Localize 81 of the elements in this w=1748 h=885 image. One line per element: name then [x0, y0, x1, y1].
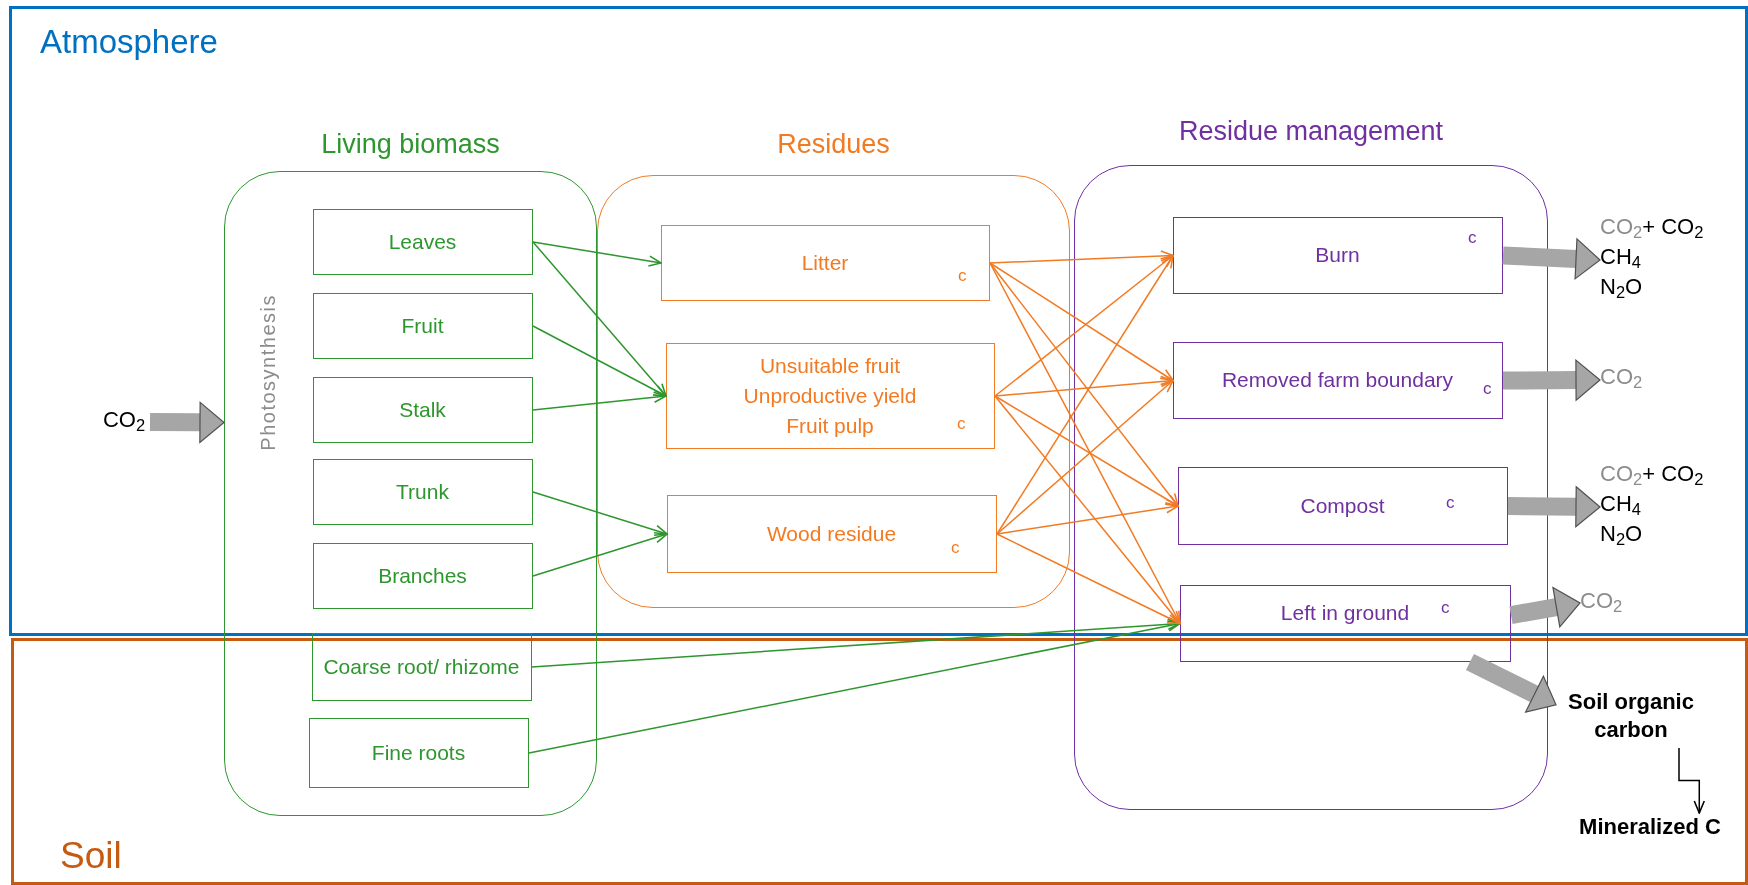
arrow	[989, 250, 1174, 264]
block-arrow	[1502, 238, 1601, 280]
carbon-mark: c	[1441, 597, 1450, 618]
carbon-mark: c	[1483, 378, 1492, 399]
carbon-mark: c	[951, 537, 960, 558]
box-label: Stalk	[398, 396, 447, 423]
arrow	[989, 262, 1179, 507]
arrow	[528, 620, 1181, 754]
pool-label: Mineralized C	[1562, 813, 1738, 845]
box-label: Compost	[1299, 492, 1386, 519]
block-arrow	[1507, 486, 1601, 528]
process-box	[312, 458, 533, 525]
arrow	[994, 375, 1174, 397]
formula-label: CO$_{2}$	[1600, 460, 1643, 489]
process-box	[1172, 216, 1503, 294]
group-title: Residue management	[1177, 115, 1445, 148]
box-label: Coarse root/ rhizome	[322, 653, 521, 680]
formula-label: CH$_{4}$	[1600, 490, 1641, 519]
pool-label: Soil organic carbon	[1556, 688, 1706, 748]
process-label: Photosynthesis	[256, 294, 280, 451]
arrow	[1678, 747, 1706, 814]
process-box	[660, 224, 990, 301]
process-box	[666, 494, 997, 573]
block-arrow	[1502, 359, 1601, 401]
group-title: Living biomass	[320, 128, 501, 161]
box-label: Fruit pulp	[785, 412, 875, 439]
arrow	[994, 395, 1181, 625]
arrow	[996, 379, 1174, 535]
box-label: Removed farm boundary	[1220, 367, 1455, 393]
arrow	[996, 533, 1181, 625]
formula-label: CO$_{2}$	[1580, 587, 1623, 616]
region-title: Soil	[60, 837, 122, 874]
process-box	[1177, 466, 1508, 545]
group-title: Residues	[776, 128, 891, 161]
formula-label: + CO$_{2}$	[1642, 213, 1704, 242]
arrow	[989, 262, 1174, 382]
formula-label: CH$_{4}$	[1600, 243, 1641, 272]
process-box	[308, 717, 529, 788]
arrow	[994, 254, 1174, 397]
arrow	[996, 502, 1179, 535]
box-label: Trunk	[395, 478, 450, 505]
region-title: Atmosphere	[40, 25, 218, 58]
process-box	[312, 208, 533, 275]
process-box	[312, 292, 533, 359]
box-label: Leaves	[387, 228, 458, 255]
process-box	[1172, 341, 1503, 419]
arrow	[532, 491, 668, 536]
box-label: Fine roots	[370, 739, 467, 766]
arrow	[996, 254, 1174, 535]
box-label: Fruit	[400, 312, 445, 339]
arrow	[989, 262, 1181, 625]
process-box	[312, 376, 533, 443]
box-label: Unsuitable fruit	[758, 352, 902, 379]
box-label: Unproductive yield	[742, 382, 918, 409]
block-arrow	[149, 401, 225, 443]
arrow	[994, 395, 1179, 507]
block-arrow	[1465, 653, 1557, 713]
formula-label: CO$_{2}$	[98, 406, 150, 438]
formula-label: + CO$_{2}$	[1642, 460, 1704, 489]
box-label: Wood residue	[765, 520, 898, 547]
formula-label: CO$_{2}$	[1600, 363, 1643, 392]
carbon-mark: c	[1446, 492, 1455, 513]
formula-label: N$_{2}$O	[1600, 273, 1643, 302]
box-label: Left in ground	[1279, 599, 1411, 626]
arrow	[532, 532, 668, 577]
carbon-mark: c	[1468, 227, 1477, 248]
box-label: Branches	[377, 562, 468, 589]
carbon-mark: c	[958, 265, 967, 286]
process-box	[665, 342, 995, 449]
box-label: Burn	[1314, 242, 1361, 268]
arrow	[532, 325, 667, 397]
process-box	[312, 542, 533, 609]
formula-label: CO$_{2}$	[1600, 213, 1643, 242]
box-label: Litter	[800, 249, 850, 276]
process-box	[1179, 584, 1511, 662]
process-box	[311, 632, 532, 701]
arrow	[532, 391, 667, 411]
carbon-mark: c	[957, 413, 966, 434]
arrow	[532, 241, 667, 397]
formula-label: N$_{2}$O	[1600, 520, 1643, 549]
arrow	[532, 241, 662, 267]
